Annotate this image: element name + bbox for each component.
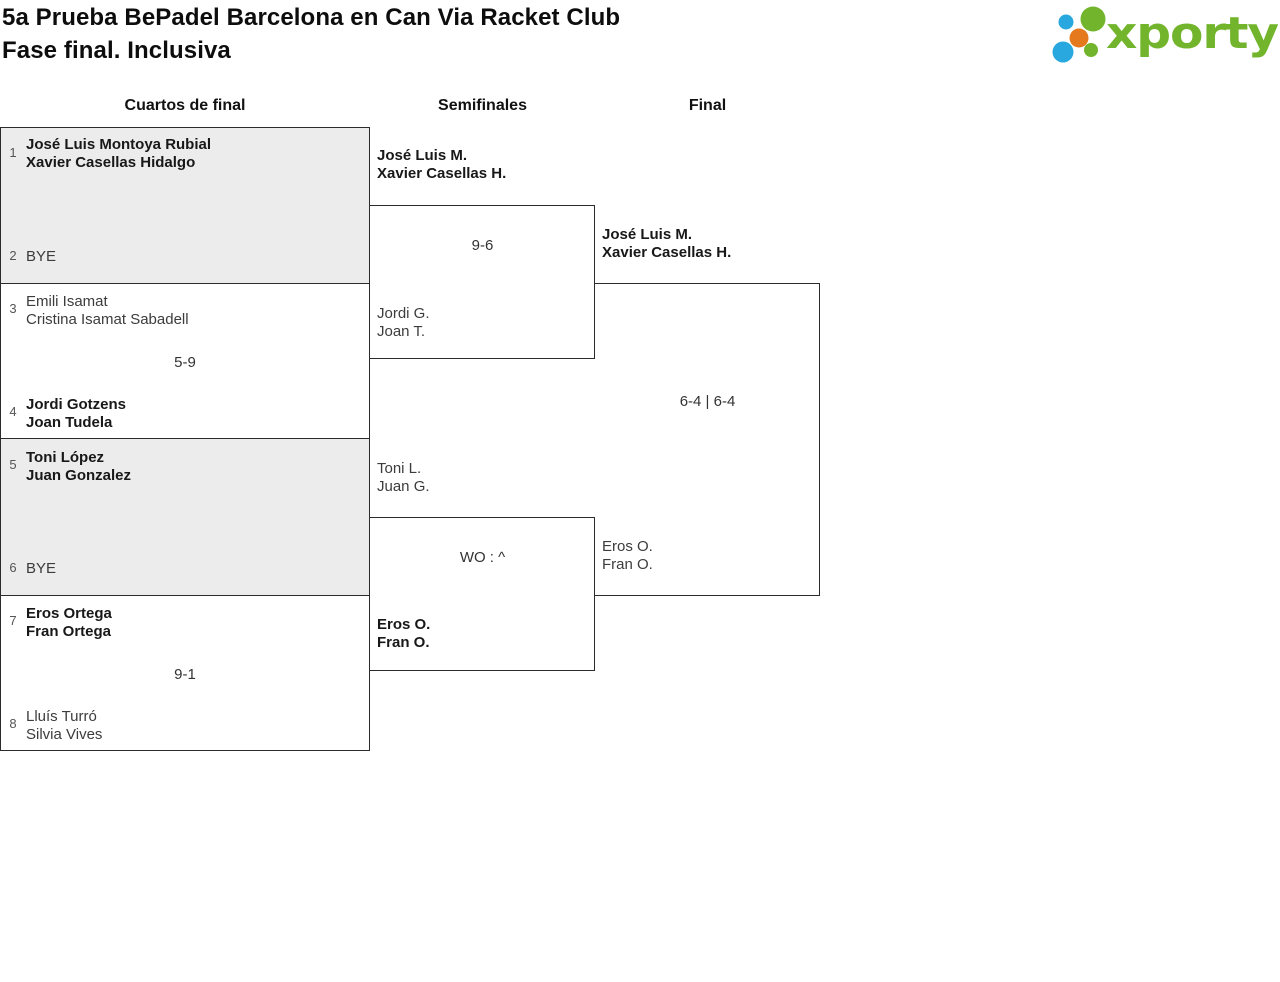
team-names: Toni López Juan Gonzalez xyxy=(26,449,131,485)
team-name-line: Xavier Casellas Hidalgo xyxy=(26,154,196,171)
tournament-subtitle: Fase final. Inclusiva xyxy=(2,37,231,64)
round-header-cuartos: Cuartos de final xyxy=(124,97,246,114)
team-name-line: Xavier Casellas H. xyxy=(602,244,732,261)
team-name-line: Fran O. xyxy=(602,556,653,573)
match-score: WO : ^ xyxy=(459,549,506,566)
team-names: BYE xyxy=(26,248,56,266)
seed-label: 4 xyxy=(9,404,17,419)
team-name-line: Jordi Gotzens xyxy=(26,396,127,413)
tournament-title: 5a Prueba BePadel Barcelona en Can Via R… xyxy=(2,4,621,31)
seed-label: 2 xyxy=(9,248,17,263)
team-name-line: Eros Ortega xyxy=(26,605,112,622)
seed-label: 1 xyxy=(9,145,17,160)
team-name-line: Eros O. xyxy=(602,538,653,555)
seed-label: 5 xyxy=(9,457,17,472)
team-name-line: Xavier Casellas H. xyxy=(377,165,507,182)
team-names: José Luis M. Xavier Casellas H. xyxy=(377,147,506,183)
team-name-line: Silvia Vives xyxy=(26,726,103,743)
team-names: Jordi Gotzens Joan Tudela xyxy=(26,396,126,432)
match-box-sf2 xyxy=(370,517,595,671)
match-box-qf4 xyxy=(0,595,370,751)
match-box-qf2 xyxy=(0,283,370,439)
seed-label: 7 xyxy=(9,613,17,628)
team-name-line: Toni López xyxy=(26,449,105,466)
match-box-final xyxy=(595,283,820,596)
team-names: José Luis M. Xavier Casellas H. xyxy=(602,226,731,262)
team-name-line: José Luis M. xyxy=(377,147,468,164)
team-name-line: Joan T. xyxy=(377,323,426,340)
team-name-line: Juan Gonzalez xyxy=(26,467,132,484)
team-names: Lluís Turró Silvia Vives xyxy=(26,708,102,744)
team-name-line: BYE xyxy=(26,560,57,577)
seed-label: 6 xyxy=(9,560,17,575)
team-name-line: Eros O. xyxy=(377,616,431,633)
team-name-line: Joan Tudela xyxy=(26,414,113,431)
team-names: BYE xyxy=(26,560,56,578)
team-name-line: Emili Isamat xyxy=(26,293,108,310)
team-names: Eros O. Fran O. xyxy=(602,538,653,574)
team-names: Toni L. Juan G. xyxy=(377,460,430,496)
team-names: José Luis Montoya Rubial Xavier Casellas… xyxy=(26,136,211,172)
match-score: 5-9 xyxy=(174,354,196,371)
team-name-line: José Luis Montoya Rubial xyxy=(26,136,212,153)
team-names: Jordi G. Joan T. xyxy=(377,305,430,341)
seed-label: 3 xyxy=(9,301,17,316)
match-box-sf1 xyxy=(370,205,595,359)
xporty-logo[interactable]: xporty xyxy=(1044,0,1280,72)
team-name-line: Jordi G. xyxy=(377,305,430,322)
round-header-final: Final xyxy=(688,97,727,114)
team-name-line: Cristina Isamat Sabadell xyxy=(26,311,189,328)
team-names: Eros Ortega Fran Ortega xyxy=(26,605,112,641)
team-names: Eros O. Fran O. xyxy=(377,616,430,652)
team-name-line: Toni L. xyxy=(377,460,422,477)
team-names: Emili Isamat Cristina Isamat Sabadell xyxy=(26,293,189,329)
team-name-line: Lluís Turró xyxy=(26,708,97,725)
seed-label: 8 xyxy=(9,716,17,731)
match-score: 6-4 | 6-4 xyxy=(679,393,736,410)
match-score: 9-6 xyxy=(471,237,494,254)
round-header-semifinales: Semifinales xyxy=(438,97,527,114)
match-score: 9-1 xyxy=(174,666,196,683)
logo-dots-icon xyxy=(1052,6,1106,63)
match-box-qf1 xyxy=(0,127,370,284)
team-name-line: José Luis M. xyxy=(602,226,693,243)
team-name-line: BYE xyxy=(26,248,57,265)
team-name-line: Juan G. xyxy=(377,478,430,495)
team-name-line: Fran Ortega xyxy=(26,623,112,640)
team-name-line: Fran O. xyxy=(377,634,430,651)
logo-wordmark: xporty xyxy=(1106,8,1278,59)
